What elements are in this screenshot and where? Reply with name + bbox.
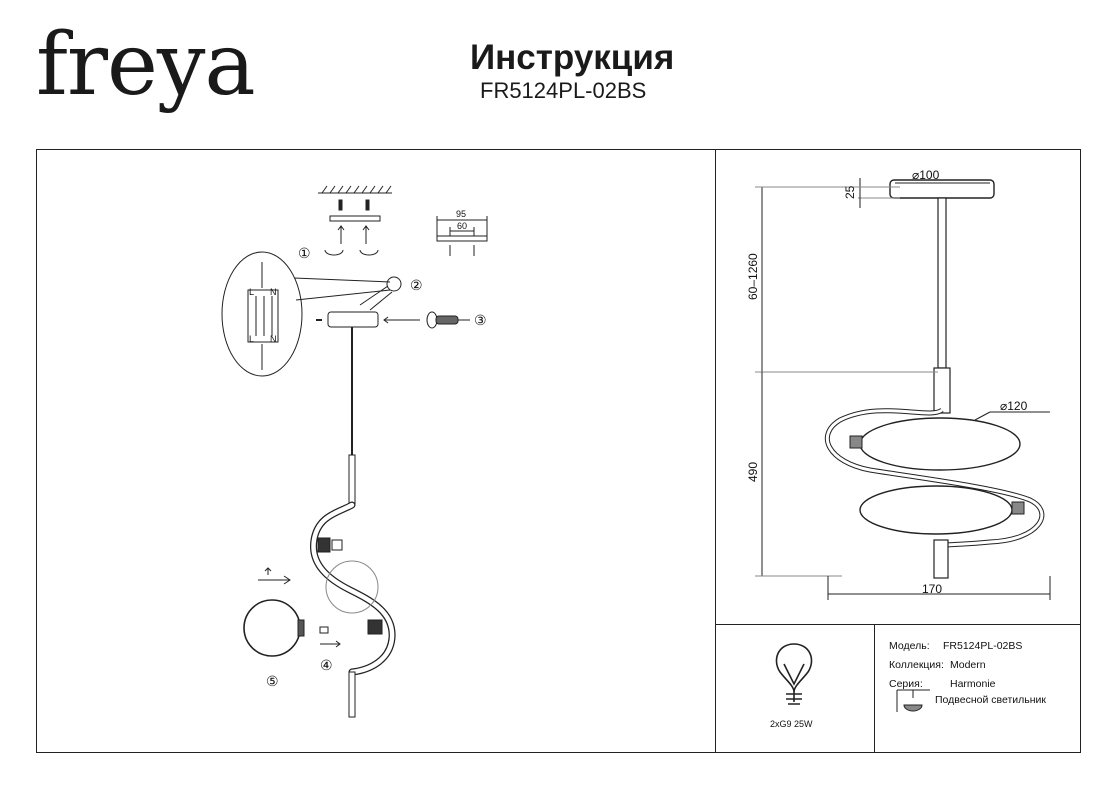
series-label: Серия: [889,678,923,690]
canopy [327,311,379,328]
bracket-inner-dim: 60 [457,221,467,231]
terminal-top-l: L [249,287,254,297]
terminal-bottom-n: N [270,334,277,344]
cable-length-label: 60–1260 [746,253,760,300]
width-label: 170 [922,582,942,596]
lamp-type: Подвесной светильник [935,694,1046,706]
step-3: ③ [474,312,487,328]
model-label: Модель: [889,640,930,652]
shade-diameter-label: ⌀120 [1000,399,1028,413]
canopy-height-label: 25 [843,185,857,199]
step-5: ⑤ [266,673,279,689]
bracket-detail [436,235,488,242]
bracket-outer-dim: 95 [456,209,466,219]
assembly-diagram [221,185,488,718]
collection-value: Modern [950,659,986,671]
terminal-top-n: N [270,287,277,297]
model-code: FR5124PL-02BS [480,78,647,103]
dimension-drawing [755,178,1051,600]
step-2: ② [410,277,423,293]
frame-divider-info [874,624,876,753]
step-1: ① [298,245,311,261]
terminal-bottom-l: L [249,334,254,344]
frame-divider-vertical [715,149,717,753]
model-value: FR5124PL-02BS [943,640,1023,652]
collection-label: Коллекция: [889,659,944,671]
bulb-icon [775,643,813,705]
step-4: ④ [320,657,333,673]
frame-divider-horizontal [715,624,1081,626]
mounting-bracket [329,215,381,222]
terminal-zoom [221,251,303,377]
brand-logo: freya [36,15,256,115]
instruction-frame [36,149,1081,753]
canopy-diameter-label: ⌀100 [912,168,940,182]
pendant-lamp-icon [896,689,930,712]
bulb-spec: 2xG9 25W [770,719,813,729]
body-height-label: 490 [746,462,760,482]
page-title: Инструкция [470,38,675,77]
series-value: Harmonie [950,678,996,690]
ceiling-hatch [318,185,392,194]
